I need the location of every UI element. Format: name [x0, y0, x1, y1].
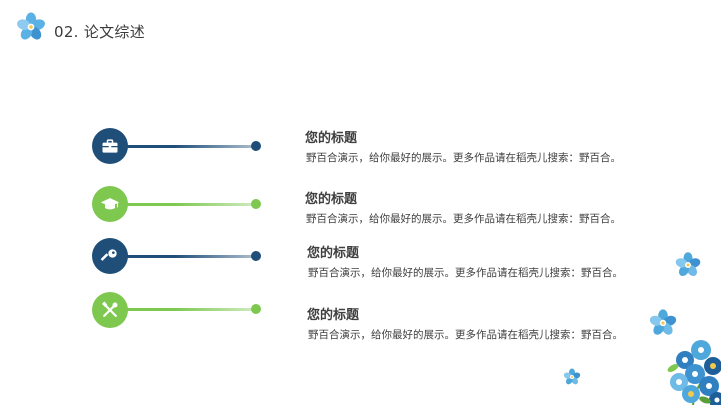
page-title: 02. 论文综述: [54, 23, 146, 41]
tools-icon: [92, 292, 128, 328]
timeline-item-4: 您的标题 野百合演示，给你最好的展示。更多作品请在稻壳儿搜索：野百合。: [0, 291, 721, 351]
timeline-item-1: 您的标题 野百合演示，给你最好的展示。更多作品请在稻壳儿搜索：野百合。: [0, 118, 721, 178]
item-text: 野百合演示，给你最好的展示。更多作品请在稻壳儿搜索：野百合。: [308, 267, 623, 279]
connector-dot: [251, 141, 261, 151]
connector-dot: [251, 251, 261, 261]
flower-icon: [17, 12, 45, 40]
flower-icon: [649, 309, 677, 335]
connector-line: [118, 308, 258, 311]
flower-icon: [675, 252, 701, 276]
flower-cluster-icon: [667, 340, 721, 405]
briefcase-icon: [92, 128, 128, 164]
connector-dot: [251, 199, 261, 209]
graduation-cap-icon: [92, 186, 128, 222]
connector-dot: [251, 304, 261, 314]
item-title: 您的标题: [307, 246, 360, 261]
connector-line: [118, 203, 258, 206]
item-title: 您的标题: [307, 308, 360, 323]
item-text: 野百合演示，给你最好的展示。更多作品请在稻壳儿搜索：野百合。: [306, 152, 621, 164]
key-icon: [92, 238, 128, 274]
connector-line: [118, 145, 258, 148]
timeline-item-2: 您的标题 野百合演示，给你最好的展示。更多作品请在稻壳儿搜索：野百合。: [0, 177, 721, 237]
flower-icon: [563, 368, 581, 385]
item-title: 您的标题: [305, 131, 358, 146]
item-title: 您的标题: [305, 192, 358, 207]
item-text: 野百合演示，给你最好的展示。更多作品请在稻壳儿搜索：野百合。: [308, 329, 623, 341]
connector-line: [118, 255, 258, 258]
timeline-item-3: 您的标题 野百合演示，给你最好的展示。更多作品请在稻壳儿搜索：野百合。: [0, 237, 721, 297]
item-text: 野百合演示，给你最好的展示。更多作品请在稻壳儿搜索：野百合。: [306, 213, 621, 225]
